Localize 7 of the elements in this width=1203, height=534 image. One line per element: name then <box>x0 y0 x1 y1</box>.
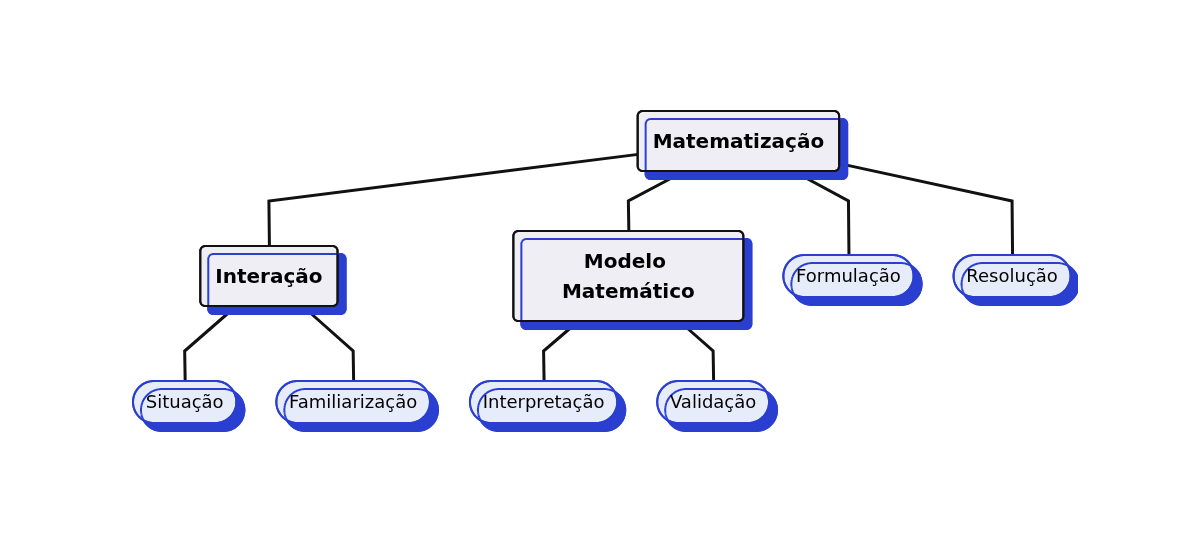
connector <box>182 305 237 382</box>
connector <box>541 320 579 382</box>
connector <box>792 170 851 256</box>
connector <box>626 170 685 232</box>
connector <box>301 305 355 382</box>
connector <box>839 162 1014 256</box>
connector <box>678 320 715 382</box>
